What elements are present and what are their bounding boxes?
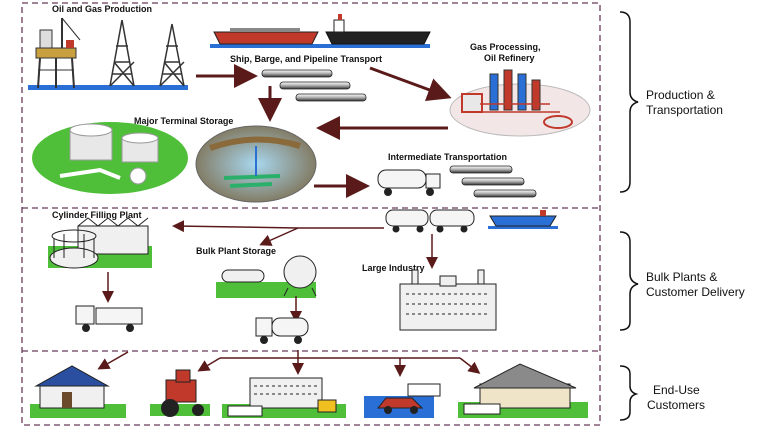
bulk-plant-storage-icon: [216, 255, 317, 298]
double-tanker-truck-icon: [385, 209, 475, 233]
major-terminal-storage-label: Major Terminal Storage: [134, 116, 233, 126]
cylinder-truck-icon: [75, 305, 143, 332]
ship-barge-pipeline-label: Ship, Barge, and Pipeline Transport: [230, 54, 382, 64]
vehicle-icon: [364, 383, 441, 418]
tractor-icon: [150, 369, 210, 417]
gas-processing-label-line1: Gas Processing,: [470, 42, 541, 52]
large-industry-icon: [399, 269, 497, 331]
arrow-transport-to-refinery: [369, 66, 452, 102]
dashed-frame: [21, 2, 601, 426]
section-bulk-line1: Bulk Plants &: [646, 270, 717, 284]
terminal-storage-icon: [32, 122, 188, 194]
offshore-platform-icon: [28, 17, 188, 90]
large-industry-label: Large Industry: [362, 263, 425, 273]
oil-gas-production-label: Oil and Gas Production: [52, 4, 152, 14]
tanker-ships-icon: [210, 14, 431, 48]
gas-processing-label-line2: Oil Refinery: [484, 53, 535, 63]
residence-icon: [458, 363, 588, 418]
section-production-line2: Transportation: [646, 103, 723, 117]
refinery-icon: [449, 69, 591, 137]
commercial-building-icon: [222, 377, 346, 418]
section-enduse-line2: Customers: [647, 398, 705, 412]
pipeline-icon-lower: [449, 165, 537, 198]
derrick-icon: [109, 19, 185, 87]
home-icon: [30, 365, 126, 418]
cylinder-filling-plant-label: Cylinder Filling Plant: [52, 210, 142, 220]
section-enduse-line1: End-Use: [653, 383, 700, 397]
section-bulk-line2: Customer Delivery: [646, 285, 745, 299]
arrow-to-bulk-plant: [259, 227, 299, 246]
arrow-to-home: [97, 351, 129, 370]
intermediate-transportation-label: Intermediate Transportation: [388, 152, 507, 162]
section-braces: [619, 11, 639, 421]
pipeline-icon: [261, 69, 367, 102]
arrow-to-residence: [459, 357, 481, 374]
bulk-plant-storage-label: Bulk Plant Storage: [196, 246, 276, 256]
section-production-line1: Production &: [646, 88, 715, 102]
arrow-to-farm: [197, 357, 221, 372]
underground-storage-icon: [195, 125, 317, 203]
small-tanker-ship-icon: [488, 210, 558, 229]
cylinder-filling-plant-icon: [48, 217, 152, 269]
tanker-truck-icon: [377, 169, 441, 196]
arrow-to-cylinder-plant: [172, 220, 299, 233]
bulk-truck-icon: [255, 317, 309, 344]
